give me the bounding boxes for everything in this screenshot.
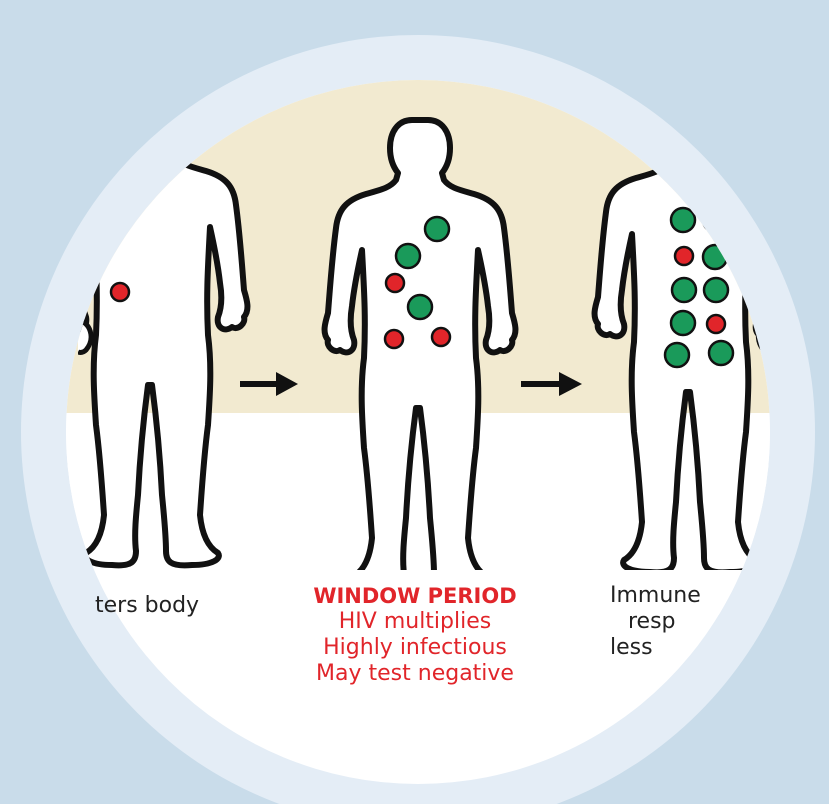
immune-dot — [665, 343, 689, 367]
hiv-dot — [385, 330, 403, 348]
dots-left — [111, 283, 129, 301]
caption-immune-response: Immune resp less — [610, 583, 780, 661]
caption-window-period: WINDOW PERIOD HIV multiplies Highly infe… — [290, 583, 540, 687]
immune-line-1: Immune — [610, 583, 780, 609]
hiv-dot — [707, 315, 725, 333]
immune-dot — [709, 341, 733, 365]
hiv-dot — [386, 274, 404, 292]
hiv-dot — [111, 283, 129, 301]
hiv-dot — [675, 247, 693, 265]
window-period-line-2: Highly infectious — [290, 635, 540, 661]
window-period-line-1: HIV multiplies — [290, 609, 540, 635]
caption-entry: ters body — [95, 593, 295, 619]
window-period-title: WINDOW PERIOD — [290, 583, 540, 609]
immune-dot — [408, 295, 432, 319]
immune-dot — [396, 244, 420, 268]
window-period-line-3: May test negative — [290, 661, 540, 687]
immune-line-3: less — [610, 635, 780, 661]
hiv-dot — [432, 328, 450, 346]
immune-dot — [704, 278, 728, 302]
immune-dot — [671, 208, 695, 232]
immune-dot — [425, 217, 449, 241]
immune-dot — [672, 278, 696, 302]
caption-entry-text: ters body — [95, 593, 199, 618]
immune-dot — [671, 311, 695, 335]
immune-line-2: resp — [610, 609, 780, 635]
